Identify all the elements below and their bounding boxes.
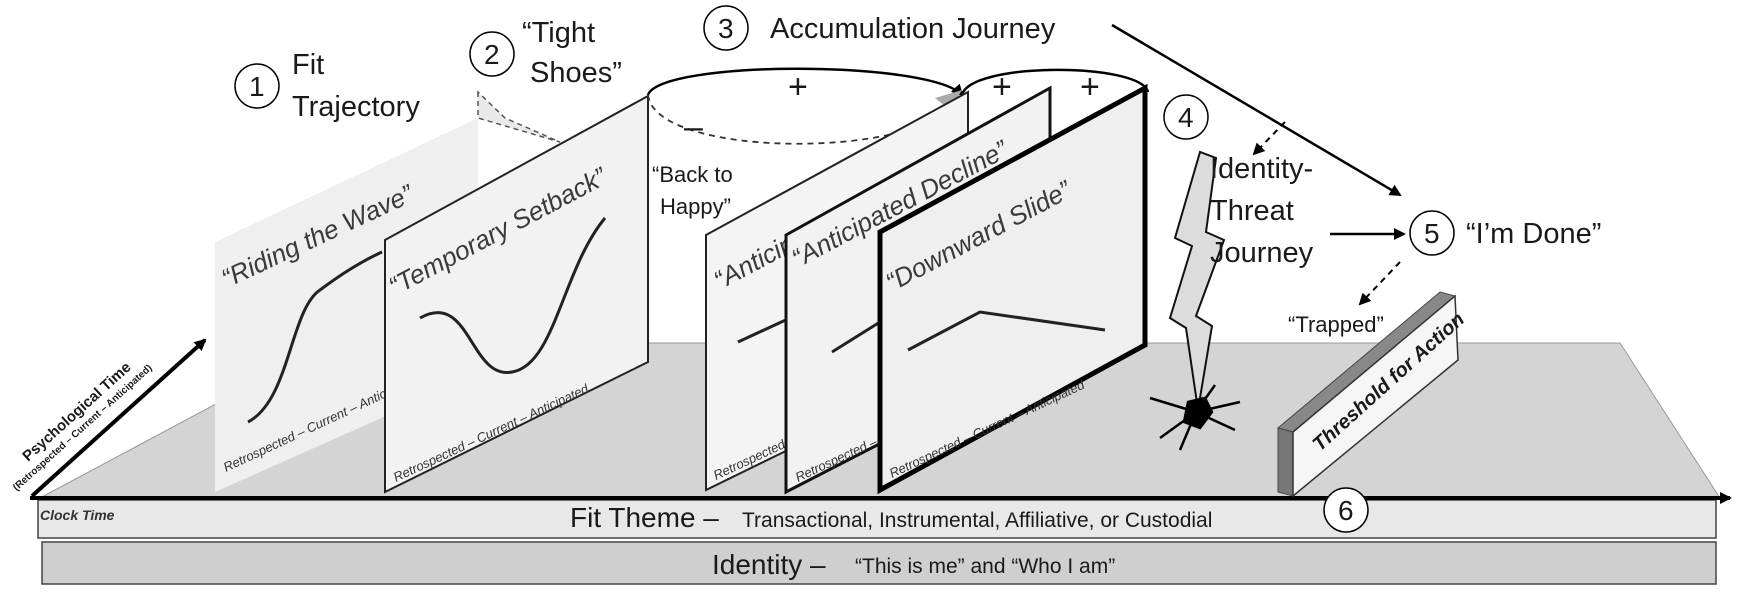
- arrow-accumulation-to-done: [1111, 23, 1402, 197]
- lightning-bolt-icon: [1168, 150, 1226, 411]
- panel-3-line: [737, 316, 791, 344]
- fit-theme-detail: Transactional, Instrumental, Affiliative…: [742, 509, 1212, 532]
- back-to-happy-line2: Happy”: [660, 194, 731, 219]
- cycle-sign-plus-3: +: [1080, 68, 1100, 106]
- marker-5: 5: [1409, 210, 1455, 256]
- cycle-right-top: [960, 68, 1150, 96]
- fit-theme-bar: [37, 499, 1717, 539]
- marker-2-label-line2: Shoes”: [530, 57, 622, 89]
- identity-bar: [41, 541, 1717, 585]
- svg-text:1: 1: [249, 71, 265, 102]
- cycle-sign-plus-1: +: [788, 68, 808, 106]
- marker-1-label-line1: Fit: [292, 49, 324, 81]
- marker-2: 2: [469, 31, 515, 77]
- identity-text: Identity –: [712, 549, 826, 580]
- marker-3: 3: [703, 5, 749, 51]
- cycle-sign-plus-2: +: [992, 68, 1012, 106]
- panel-4-line: [831, 320, 881, 354]
- tight-shoes-fold: [477, 90, 561, 143]
- cycle-left-top: [646, 67, 964, 97]
- marker-4-label-line1: Identity-: [1210, 153, 1313, 185]
- arrow-done-to-trapped: [1358, 261, 1401, 306]
- panel-temporary-setback: [384, 94, 649, 494]
- impact-crack-icon: [1149, 384, 1241, 451]
- threshold-block-front: [1292, 294, 1459, 498]
- cycle-sign-minus: –: [684, 108, 703, 146]
- svg-text:5: 5: [1424, 218, 1440, 249]
- marker-1-label-line2: Trajectory: [292, 91, 420, 123]
- fit-theme-text: Fit Theme –: [570, 502, 719, 533]
- panel-downward-slide: [877, 83, 1148, 495]
- panel-2-curve: [419, 217, 607, 374]
- marker-4: 4: [1163, 94, 1209, 140]
- panel-5-line: [907, 310, 1106, 352]
- identity-detail: “This is me” and “Who I am”: [855, 555, 1115, 578]
- svg-text:4: 4: [1178, 102, 1194, 133]
- marker-6: 6: [1323, 487, 1369, 533]
- svg-text:3: 3: [718, 13, 734, 44]
- marker-1: 1: [234, 63, 280, 109]
- panel-1-curve: [247, 250, 383, 424]
- psych-time-axis: [30, 338, 207, 498]
- svg-text:6: 6: [1338, 495, 1354, 526]
- trapped-label: “Trapped”: [1288, 312, 1384, 337]
- marker-4-label-line2: Threat: [1210, 195, 1294, 227]
- marker-5-label: “I’m Done”: [1466, 218, 1601, 250]
- cycle-fold: [935, 90, 962, 110]
- marker-2-label-line1: “Tight: [522, 17, 595, 49]
- marker-3-label: Accumulation Journey: [770, 13, 1056, 45]
- arrow-accumulation-to-threat: [1252, 121, 1286, 156]
- back-to-happy-line1: “Back to: [652, 162, 733, 187]
- threshold-block-side: [1277, 427, 1294, 497]
- svg-text:Psychological Time: Psychological Time: [19, 359, 134, 465]
- clock-time-label: Clock Time: [40, 507, 115, 523]
- marker-4-label-line3: Journey: [1210, 237, 1314, 269]
- svg-text:2: 2: [484, 39, 500, 70]
